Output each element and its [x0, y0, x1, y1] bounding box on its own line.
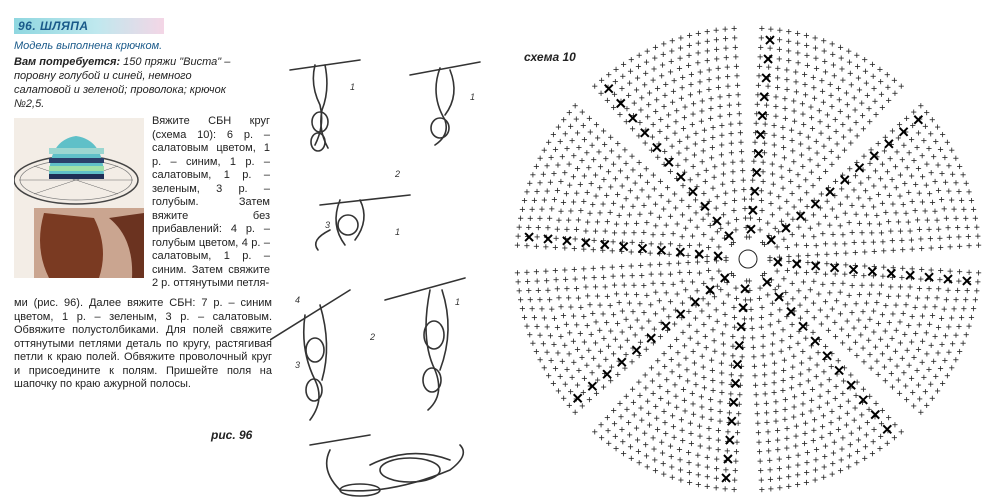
step-label: 3 [325, 220, 330, 230]
materials-label: Вам потребуется: [14, 56, 121, 68]
step-label: 1 [470, 92, 475, 102]
scheme-caption: схема 10 [524, 50, 576, 64]
instructions-column-2: ми (рис. 96). Далее вяжите СБН: 7 р. – с… [14, 297, 272, 390]
section-title: 96. ШЛЯПА [18, 19, 89, 33]
materials-text: 150 пряжи "Виста" – поровну голубой и си… [14, 56, 231, 110]
subtitle: Модель выполнена крючком. [14, 40, 163, 52]
step-label: 1 [455, 297, 460, 307]
step-label: 1 [395, 227, 400, 237]
hat-photo [14, 118, 144, 278]
figure-caption: рис. 96 [211, 428, 253, 442]
step-label: 2 [369, 332, 375, 342]
step-label: 2 [394, 169, 400, 179]
instructions-column-1: Вяжите СБН круг (схема 10): 6 р. – салат… [152, 115, 270, 289]
step-label: 3 [295, 360, 300, 370]
step-label: 1 [350, 82, 355, 92]
stitch-illustrations: 1 1 2 3 1 4 3 2 1 [270, 59, 481, 497]
step-label: 4 [295, 295, 300, 305]
section-header: 96. ШЛЯПА [14, 18, 164, 34]
materials-paragraph: Вам потребуется: 150 пряжи "Виста" – пор… [14, 55, 239, 111]
crochet-scheme [514, 25, 982, 493]
